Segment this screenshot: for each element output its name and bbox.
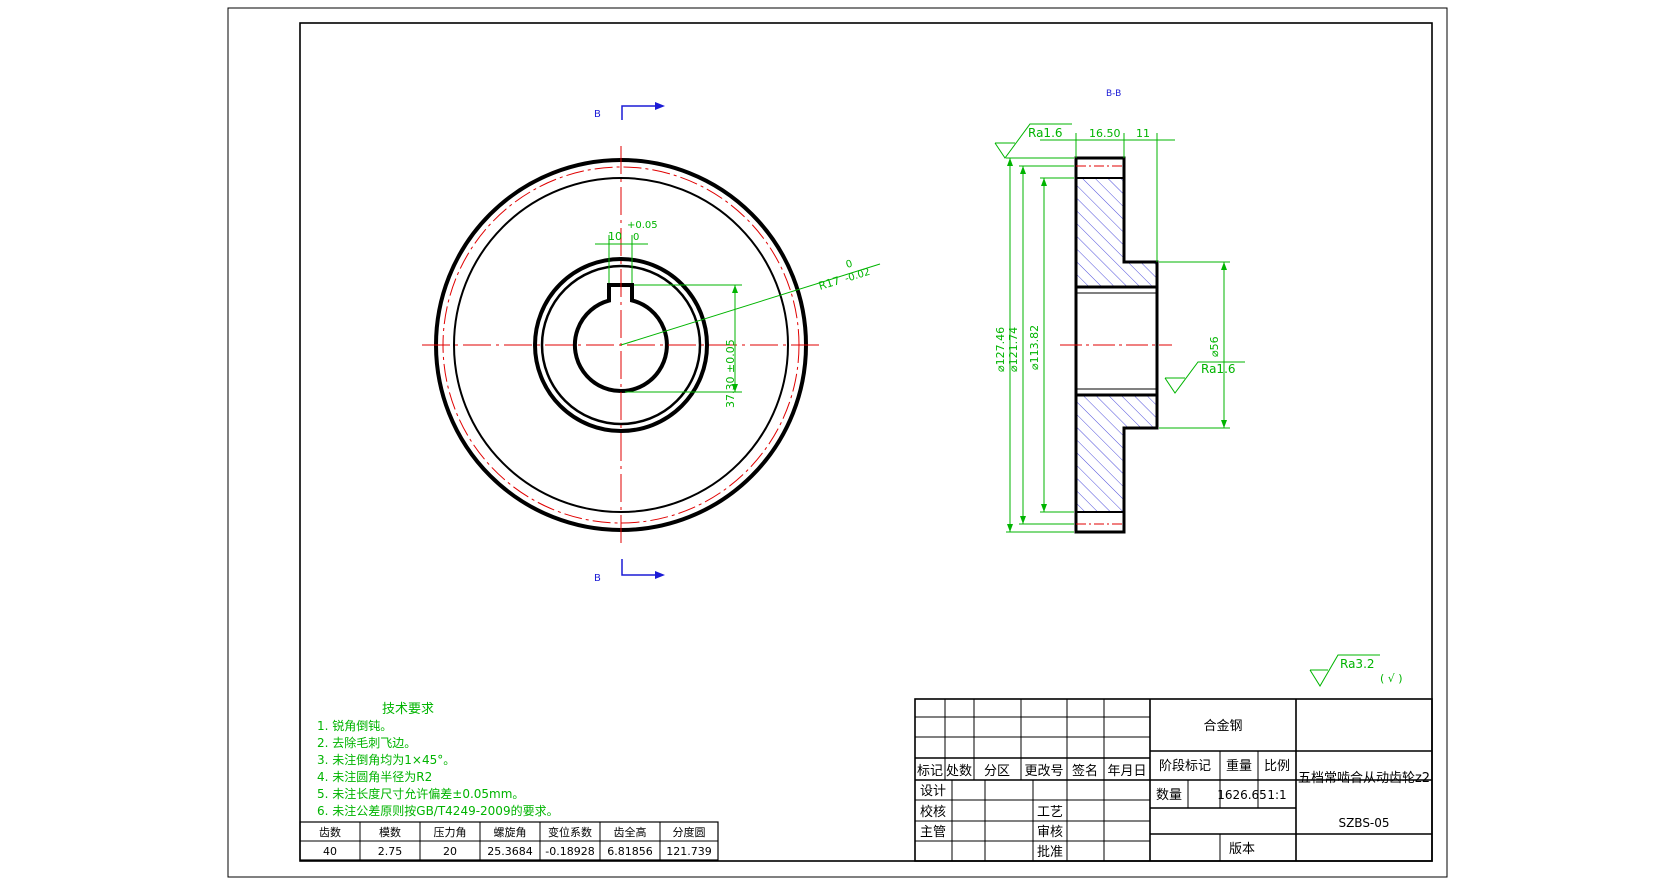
param-value: 2.75	[378, 845, 403, 858]
general-roughness-value: Ra3.2	[1340, 657, 1375, 671]
section-view-label: B-B	[1106, 89, 1121, 99]
dia-mid-dim: ⌀121.74	[1007, 327, 1020, 372]
key-depth-dim: 37.30 ±0.05	[724, 339, 737, 408]
change-header: 年月日	[1107, 764, 1146, 779]
hub-inner-circle	[540, 264, 702, 426]
review-label: 审核	[1037, 825, 1063, 840]
title-block: 合金钢 标记 处数 分区 更改号 签名 年月日 设计 校核 主管 工艺 审核 批…	[914, 698, 1433, 862]
param-header: 螺旋角	[494, 825, 527, 839]
param-value: -0.18928	[545, 845, 594, 858]
section-marker-top: B	[594, 109, 601, 120]
param-header: 齿数	[319, 826, 341, 839]
front-view: B B 10 +0.05 0 R17 0 -0.02 37.30 ±0.05	[422, 102, 881, 584]
dia-root-dim: ⌀113.82	[1028, 325, 1041, 370]
hub-outer-circle	[533, 257, 709, 433]
tech-requirements: 技术要求 1. 锐角倒钝。 2. 去除毛刺飞边。 3. 未注倒角均为1×45°。…	[317, 702, 559, 818]
roughness-symbol-bore	[1164, 361, 1245, 394]
tech-item: 3. 未注倒角均为1×45°。	[317, 752, 455, 767]
design-label: 设计	[920, 784, 946, 799]
part-number: SZBS-05	[1338, 816, 1389, 830]
param-header: 模数	[379, 826, 401, 839]
key-width-tol-lower: 0	[633, 232, 639, 243]
tech-title: 技术要求	[382, 702, 434, 717]
section-arrow-bottom	[621, 559, 655, 576]
roughness-top: Ra1.6	[1028, 126, 1063, 140]
param-value: 20	[443, 845, 457, 858]
stage-mark-label: 阶段标记	[1159, 759, 1211, 774]
tech-item: 5. 未注长度尺寸允许偏差±0.05mm。	[317, 786, 524, 801]
radius-dim: R17	[817, 274, 841, 293]
tech-item: 1. 锐角倒钝。	[317, 719, 392, 733]
radius-tol-upper: 0	[845, 258, 854, 270]
change-header: 处数	[946, 764, 972, 779]
gear-params-table: 齿数 模数 压力角 螺旋角 变位系数 齿全高 分度圆 40 2.75 20 25…	[299, 821, 719, 861]
tech-item: 4. 未注圆角半径为R2	[317, 769, 432, 784]
roughness-symbol-top	[994, 123, 1072, 159]
section-marker-bottom: B	[594, 573, 601, 584]
version-label: 版本	[1229, 842, 1255, 857]
scale-label: 比例	[1264, 759, 1290, 774]
param-value: 40	[323, 845, 337, 858]
quantity-label: 数量	[1156, 788, 1182, 803]
outer-border	[227, 7, 1448, 878]
tech-item: 2. 去除毛刺飞边。	[317, 735, 416, 750]
key-width-tol-upper: +0.05	[627, 220, 658, 231]
approve-label: 批准	[1037, 845, 1063, 860]
param-header: 压力角	[434, 826, 467, 839]
weight-label: 重量	[1226, 758, 1252, 774]
section-view: B-B 16.50 11 Ra1.6 ⌀127.46	[994, 89, 1245, 534]
gear-section-outline	[1074, 156, 1159, 534]
bore-keyway	[572, 283, 669, 394]
weight-value: 1626.65	[1217, 788, 1267, 802]
key-width-dim: 10	[608, 230, 622, 243]
material: 合金钢	[1203, 718, 1242, 734]
change-header: 分区	[984, 764, 1010, 779]
param-header: 分度圆	[673, 825, 706, 839]
hatch-bottom	[1076, 395, 1157, 512]
dia-tip-dim: ⌀127.46	[994, 327, 1007, 372]
change-header: 签名	[1072, 763, 1098, 779]
change-header: 更改号	[1024, 764, 1063, 779]
tech-item: 6. 未注公差原则按GB/T4249-2009的要求。	[317, 803, 559, 818]
width-dim: 16.50	[1089, 127, 1121, 140]
part-name: 五档常啮合从动齿轮z2	[1298, 771, 1430, 786]
param-value: 6.81856	[607, 845, 653, 858]
dia-hub-dim: ⌀56	[1208, 336, 1221, 357]
general-roughness: Ra3.2 ( √ )	[1309, 654, 1403, 687]
inner-border	[299, 22, 1433, 862]
change-header: 标记	[917, 764, 943, 779]
manager-label: 主管	[920, 825, 946, 840]
param-value: 121.739	[666, 845, 712, 858]
process-label: 工艺	[1037, 805, 1063, 820]
param-value: 25.3684	[487, 845, 533, 858]
root-circle	[453, 177, 789, 513]
param-header: 齿全高	[614, 825, 647, 839]
hub-width-dim: 11	[1136, 127, 1150, 140]
general-roughness-note: ( √ )	[1380, 672, 1403, 685]
check-label: 校核	[920, 804, 946, 820]
param-header: 变位系数	[548, 825, 592, 839]
roughness-bore: Ra1.6	[1201, 362, 1236, 376]
scale-value: 1:1	[1267, 788, 1286, 802]
hatch-top	[1076, 178, 1157, 287]
section-arrow-top	[621, 105, 655, 120]
